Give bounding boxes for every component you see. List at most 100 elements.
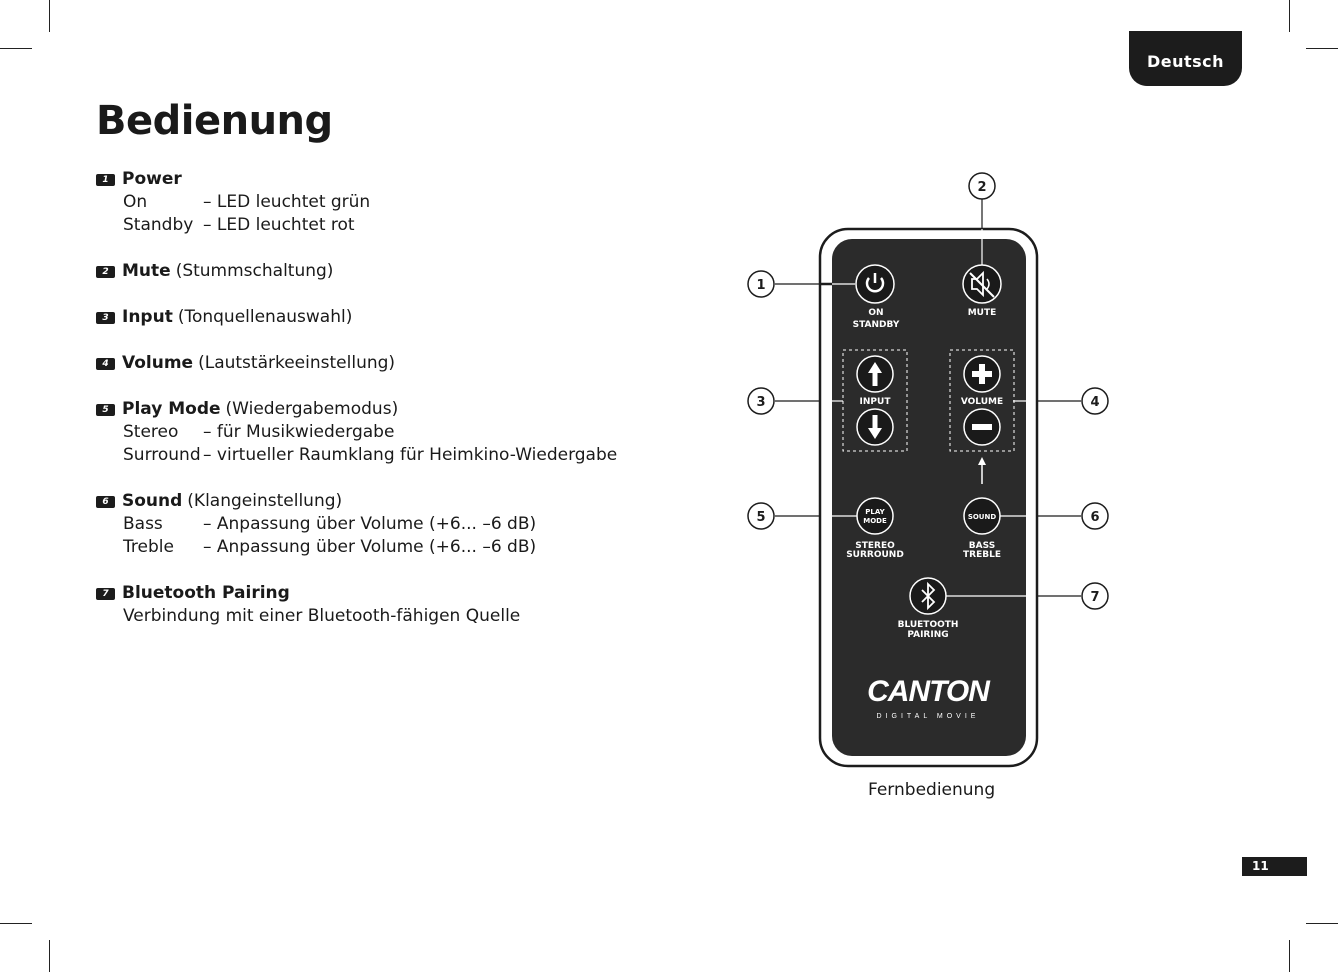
- item-number: 5: [96, 403, 115, 416]
- item-number: 4: [96, 357, 115, 370]
- power-button: [855, 264, 895, 304]
- row-key: Bass: [123, 514, 163, 534]
- row-key: Treble: [123, 537, 174, 557]
- item-number: 6: [96, 495, 115, 508]
- callout-4: 4: [1081, 387, 1109, 415]
- bluetooth-button: [909, 577, 947, 615]
- row-value: – virtueller Raumklang für Heimkino-Wied…: [203, 445, 618, 465]
- play-label: PLAY: [865, 508, 885, 516]
- item-name: Sound: [122, 491, 183, 511]
- surround-label: SURROUND: [846, 550, 904, 560]
- crop-mark: [1306, 923, 1338, 924]
- power-icon: [865, 277, 885, 293]
- item-number: 2: [96, 265, 115, 278]
- bluetooth-label: BLUETOOTH: [898, 620, 959, 630]
- input-up-button: [856, 355, 894, 393]
- crop-mark: [49, 940, 50, 972]
- play-mode-button: PLAY MODE: [856, 497, 894, 535]
- arrow-up-indicator: [978, 457, 986, 484]
- volume-up-button: [963, 355, 1001, 393]
- crop-mark: [49, 0, 50, 32]
- row-key: Standby: [123, 215, 194, 235]
- list-item-mute: 2 Mute(Stummschaltung): [96, 260, 656, 283]
- callout-number: 1: [756, 278, 765, 293]
- item-description: (Stummschaltung): [175, 261, 334, 281]
- row-key: Stereo: [123, 422, 179, 442]
- sound-label: SOUND: [968, 513, 997, 521]
- sound-button: SOUND: [963, 497, 1001, 535]
- mute-label: MUTE: [968, 308, 997, 318]
- arrow-down-icon: [868, 415, 882, 439]
- crop-mark: [1289, 940, 1290, 972]
- item-description: (Lautstärkeeinstellung): [198, 353, 396, 373]
- volume-label: VOLUME: [961, 397, 1003, 407]
- page-title: Bedienung: [96, 98, 333, 144]
- treble-label: TREBLE: [963, 550, 1001, 560]
- mute-slash-icon: [969, 272, 995, 298]
- language-tab: Deutsch: [1129, 31, 1242, 86]
- mode-label: MODE: [863, 517, 887, 525]
- callout-number: 2: [977, 180, 986, 195]
- volume-down-button: [963, 408, 1001, 446]
- row-value: – für Musikwiedergabe: [203, 422, 395, 442]
- brand-logo: CANTON: [867, 675, 991, 708]
- on-label: ON: [868, 308, 883, 318]
- leader-lines-on-body: [832, 229, 1026, 597]
- item-description: (Tonquellenauswahl): [177, 307, 353, 327]
- pairing-label: PAIRING: [907, 630, 948, 640]
- list-item-sound: 6 Sound(Klangeinstellung) Bass – Anpassung…: [96, 490, 656, 559]
- figure-caption: Fernbedienung: [868, 780, 996, 800]
- page-number: 11: [1242, 857, 1307, 876]
- item-row: Standby – LED leuchtet rot: [123, 214, 656, 237]
- callout-2: 2: [968, 172, 996, 200]
- bluetooth-icon: [921, 581, 936, 611]
- callout-6: 6: [1081, 502, 1109, 530]
- item-row: Treble – Anpassung über Volume (+6... –6 …: [123, 536, 656, 559]
- callout-5: 5: [747, 502, 775, 530]
- item-name: Bluetooth Pairing: [122, 583, 290, 603]
- row-value: – Anpassung über Volume (+6... –6 dB): [203, 537, 537, 557]
- list-item-play-mode: 5 Play Mode(Wiedergabemodus) Stereo – für …: [96, 398, 656, 467]
- item-number: 7: [96, 587, 115, 600]
- callout-number: 3: [756, 395, 765, 410]
- brand-subtitle: DIGITAL MOVIE: [877, 713, 980, 720]
- volume-group-frame: [949, 349, 1015, 452]
- item-description: Verbindung mit einer Bluetooth-fähigen Q…: [123, 606, 521, 626]
- list-item-volume: 4 Volume(Lautstärkeeinstellung): [96, 352, 656, 375]
- item-row: On– LED leuchtet grün: [123, 191, 656, 214]
- input-down-button: [856, 408, 894, 446]
- callout-number: 6: [1090, 510, 1099, 525]
- stereo-label: STEREO: [855, 541, 895, 551]
- item-description: (Wiedergabemodus): [225, 399, 399, 419]
- list-item-bluetooth-pairing: 7 Bluetooth Pairing Verbindung mit einer …: [96, 582, 656, 628]
- input-group-frame: [842, 349, 908, 452]
- callout-3: 3: [747, 387, 775, 415]
- callout-number: 4: [1090, 395, 1099, 410]
- arrow-up-icon: [868, 362, 882, 386]
- item-row: Surround– virtueller Raumklang für Heimk…: [123, 444, 656, 467]
- minus-icon: [972, 424, 992, 430]
- item-name: Mute: [122, 261, 171, 281]
- item-name: Power: [122, 169, 182, 189]
- item-row: Stereo – für Musikwiedergabe: [123, 421, 656, 444]
- remote-control-illustration: 1 2 3 4 5 6 7 ON STANDBY MUTE INPUT: [747, 172, 1109, 768]
- item-number: 3: [96, 311, 115, 324]
- bass-label: BASS: [969, 541, 995, 551]
- crop-mark: [1306, 48, 1338, 49]
- row-value: – LED leuchtet rot: [203, 215, 355, 235]
- item-name: Play Mode: [122, 399, 221, 419]
- crop-mark: [0, 923, 32, 924]
- item-description: (Klangeinstellung): [187, 491, 343, 511]
- row-value: – Anpassung über Volume (+6... –6 dB): [203, 514, 537, 534]
- callout-number: 7: [1090, 590, 1099, 605]
- row-value: – LED leuchtet grün: [203, 192, 371, 212]
- crop-mark: [0, 48, 32, 49]
- callout-7: 7: [1081, 582, 1109, 610]
- crop-mark: [1289, 0, 1290, 32]
- callout-1: 1: [747, 270, 775, 298]
- item-row: Bass – Anpassung über Volume (+6... –6 dB…: [123, 513, 656, 536]
- item-name: Volume: [122, 353, 194, 373]
